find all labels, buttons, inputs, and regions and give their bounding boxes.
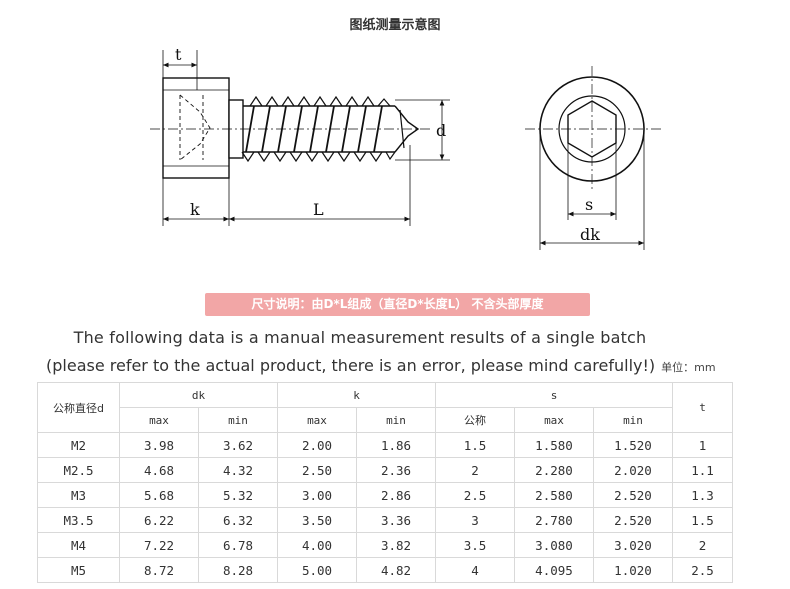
subheader-dk-min: min [198, 407, 278, 433]
unit-label: 单位：mm [661, 361, 716, 374]
cell-s-nom: 2.5 [435, 482, 515, 508]
header-dk: dk [119, 382, 278, 408]
subheader-k-max: max [277, 407, 357, 433]
cell-k-max: 4.00 [277, 532, 357, 558]
cell-dk-max: 5.68 [119, 482, 199, 508]
cell-t: 1.1 [672, 457, 733, 483]
page-title: 图纸测量示意图 [349, 18, 441, 33]
cell-k-min: 1.86 [356, 432, 436, 458]
cell-s-max: 2.780 [514, 507, 594, 533]
cell-k-min: 2.86 [356, 482, 436, 508]
cell-dk-max: 7.22 [119, 532, 199, 558]
cell-dk-min: 6.32 [198, 507, 278, 533]
cell-s-max: 2.580 [514, 482, 594, 508]
label-dk: dk [580, 225, 600, 244]
cell-dk-max: 4.68 [119, 457, 199, 483]
cell-size: M5 [37, 557, 120, 583]
subheader-dk-max: max [119, 407, 199, 433]
cell-k-min: 2.36 [356, 457, 436, 483]
measurement-note: The following data is a manual measureme… [73, 328, 647, 347]
label-s: s [585, 195, 593, 214]
cell-k-max: 2.50 [277, 457, 357, 483]
cell-dk-max: 6.22 [119, 507, 199, 533]
cell-s-min: 1.020 [593, 557, 673, 583]
cell-size: M2 [37, 432, 120, 458]
spec-table: 公称直径d dk k s t max min max min 公称 max mi… [37, 382, 733, 583]
cell-k-min: 3.82 [356, 532, 436, 558]
cell-size: M4 [37, 532, 120, 558]
cell-t: 1.3 [672, 482, 733, 508]
side-dimensions [162, 50, 450, 226]
subheader-s-max: max [514, 407, 594, 433]
dimension-note-banner: 尺寸说明：由D*L组成（直径D*长度L） 不含头部厚度 [205, 293, 590, 316]
subheader-s-nominal: 公称 [435, 407, 515, 433]
end-dimensions [539, 129, 645, 250]
label-k: k [190, 200, 200, 219]
cell-dk-max: 3.98 [119, 432, 199, 458]
cell-s-nom: 3 [435, 507, 515, 533]
cell-k-min: 4.82 [356, 557, 436, 583]
cell-s-max: 4.095 [514, 557, 594, 583]
cell-dk-min: 8.28 [198, 557, 278, 583]
header-t: t [672, 382, 733, 433]
subheader-k-min: min [356, 407, 436, 433]
header-s: s [435, 382, 673, 408]
table-header-row: 公称直径d dk k s t [37, 382, 733, 433]
cell-dk-max: 8.72 [119, 557, 199, 583]
cell-s-nom: 2 [435, 457, 515, 483]
cell-s-max: 3.080 [514, 532, 594, 558]
cell-dk-min: 3.62 [198, 432, 278, 458]
cell-s-nom: 3.5 [435, 532, 515, 558]
cell-size: M2.5 [37, 457, 120, 483]
cell-s-nom: 4 [435, 557, 515, 583]
cell-s-min: 2.020 [593, 457, 673, 483]
cell-dk-min: 6.78 [198, 532, 278, 558]
cell-t: 2.5 [672, 557, 733, 583]
label-t: t [175, 45, 182, 64]
cell-k-max: 3.00 [277, 482, 357, 508]
cell-s-nom: 1.5 [435, 432, 515, 458]
label-d: d [436, 121, 446, 140]
cell-s-min: 2.520 [593, 507, 673, 533]
cell-k-min: 3.36 [356, 507, 436, 533]
cell-dk-min: 5.32 [198, 482, 278, 508]
cell-dk-min: 4.32 [198, 457, 278, 483]
label-L: L [313, 200, 324, 219]
cell-t: 2 [672, 532, 733, 558]
table-subheader-row: max min max min 公称 max min [38, 407, 733, 433]
header-nominal-diameter: 公称直径d [37, 382, 120, 433]
screw-dimension-drawing: t k L d s dk [150, 45, 662, 250]
cell-s-max: 2.280 [514, 457, 594, 483]
subheader-s-min: min [593, 407, 673, 433]
cell-s-min: 2.520 [593, 482, 673, 508]
disclaimer-note: (please refer to the actual product, the… [46, 356, 746, 375]
cell-s-max: 1.580 [514, 432, 594, 458]
cell-k-max: 5.00 [277, 557, 357, 583]
cell-size: M3 [37, 482, 120, 508]
side-view [150, 77, 432, 179]
cell-k-max: 3.50 [277, 507, 357, 533]
cell-s-min: 3.020 [593, 532, 673, 558]
cell-s-min: 1.520 [593, 432, 673, 458]
cell-k-max: 2.00 [277, 432, 357, 458]
cell-size: M3.5 [37, 507, 120, 533]
header-k: k [277, 382, 436, 408]
end-view [525, 66, 662, 192]
disclaimer-text: (please refer to the actual product, the… [46, 356, 656, 375]
cell-t: 1.5 [672, 507, 733, 533]
cell-t: 1 [672, 432, 733, 458]
